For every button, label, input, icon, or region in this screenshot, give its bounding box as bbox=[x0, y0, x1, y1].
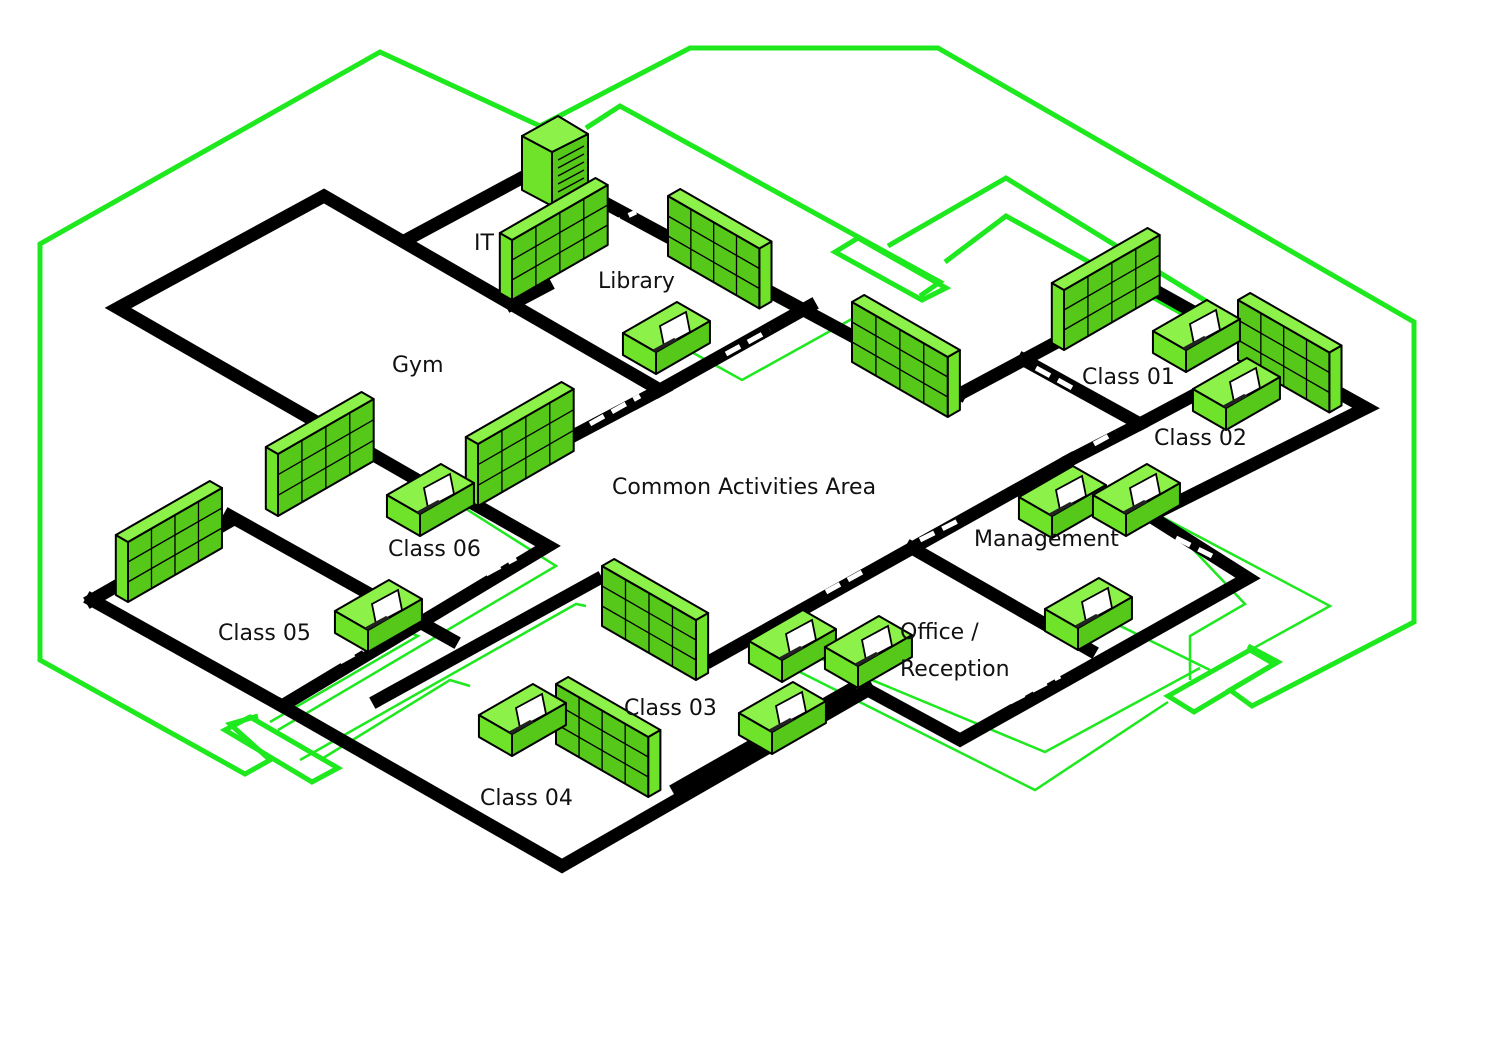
network-cable-line bbox=[37, 49, 542, 777]
computer-desk-icon bbox=[1191, 357, 1281, 431]
room-label-class02: Class 02 bbox=[1154, 426, 1247, 451]
room-label-class01: Class 01 bbox=[1082, 365, 1175, 390]
room-label-office-line1: Office / bbox=[900, 620, 979, 645]
bookshelf-icon bbox=[555, 676, 662, 798]
network-cable-line bbox=[299, 602, 587, 762]
room-label-it: IT bbox=[474, 231, 494, 256]
furniture-layer bbox=[114, 115, 1343, 798]
computer-desk-icon bbox=[1091, 463, 1181, 537]
wall-corridor-right bbox=[1061, 415, 1149, 469]
bookshelf-icon bbox=[601, 558, 710, 681]
computer-desk-icon bbox=[621, 301, 711, 375]
network-cable-line bbox=[277, 498, 559, 732]
network-junction-box bbox=[830, 235, 952, 303]
wall-corridor-mid bbox=[703, 451, 1079, 669]
bookshelf-icon bbox=[1237, 292, 1343, 414]
room-label-office-line2: Reception bbox=[900, 657, 1010, 682]
computer-desk-icon bbox=[737, 681, 827, 755]
room-label-management: Management bbox=[974, 527, 1119, 552]
wall-class03-left bbox=[369, 571, 605, 709]
door bbox=[824, 567, 868, 595]
room-label-gym: Gym bbox=[392, 353, 444, 378]
network-junction-box bbox=[1163, 647, 1279, 715]
network-cable-line bbox=[1159, 514, 1333, 662]
computer-desk-icon bbox=[333, 579, 423, 653]
door bbox=[724, 327, 772, 357]
computer-desk-icon bbox=[1043, 577, 1133, 651]
room-labels: IT Library Gym Common Activities Area Cl… bbox=[218, 231, 1247, 811]
room-label-class05: Class 05 bbox=[218, 621, 311, 646]
network-cabling bbox=[37, 45, 1417, 792]
bookshelf-icon bbox=[667, 188, 773, 310]
computer-desk-icon bbox=[385, 463, 475, 537]
network-cable-line bbox=[799, 648, 1201, 754]
room-label-class04: Class 04 bbox=[480, 786, 573, 811]
room-label-library: Library bbox=[598, 269, 675, 294]
room-label-class03: Class 03 bbox=[624, 696, 717, 721]
bookshelf-icon bbox=[851, 294, 961, 418]
network-cable-line bbox=[319, 678, 471, 762]
network-cable-line bbox=[943, 213, 1232, 343]
door bbox=[516, 649, 550, 671]
door bbox=[1034, 365, 1078, 393]
network-cable-line bbox=[886, 175, 1242, 325]
wall-management bbox=[859, 507, 1261, 748]
network-cable-line bbox=[584, 103, 945, 299]
door bbox=[1174, 535, 1214, 559]
door bbox=[918, 517, 962, 543]
door bbox=[1008, 673, 1062, 705]
room-label-class06: Class 06 bbox=[388, 537, 481, 562]
door bbox=[1092, 429, 1118, 447]
room-label-common: Common Activities Area bbox=[612, 475, 876, 500]
network-junction-box bbox=[219, 714, 344, 785]
bookshelf-icon bbox=[1050, 227, 1161, 351]
door bbox=[394, 715, 438, 743]
bookshelf-icon bbox=[464, 381, 575, 507]
bookshelf-icon bbox=[498, 177, 609, 301]
computer-desk-icon bbox=[823, 615, 913, 689]
computer-desk-icon bbox=[747, 609, 837, 683]
wall-library-left bbox=[503, 277, 555, 313]
network-cable-line bbox=[1149, 503, 1247, 680]
computer-desk-icon bbox=[477, 683, 567, 757]
bookshelf-icon bbox=[114, 480, 223, 603]
network-cable-line bbox=[779, 660, 1169, 792]
door bbox=[604, 209, 638, 229]
door bbox=[484, 555, 518, 577]
door bbox=[588, 393, 642, 427]
computer-desk-icon bbox=[1151, 299, 1241, 373]
bookshelf-icon bbox=[264, 391, 375, 517]
